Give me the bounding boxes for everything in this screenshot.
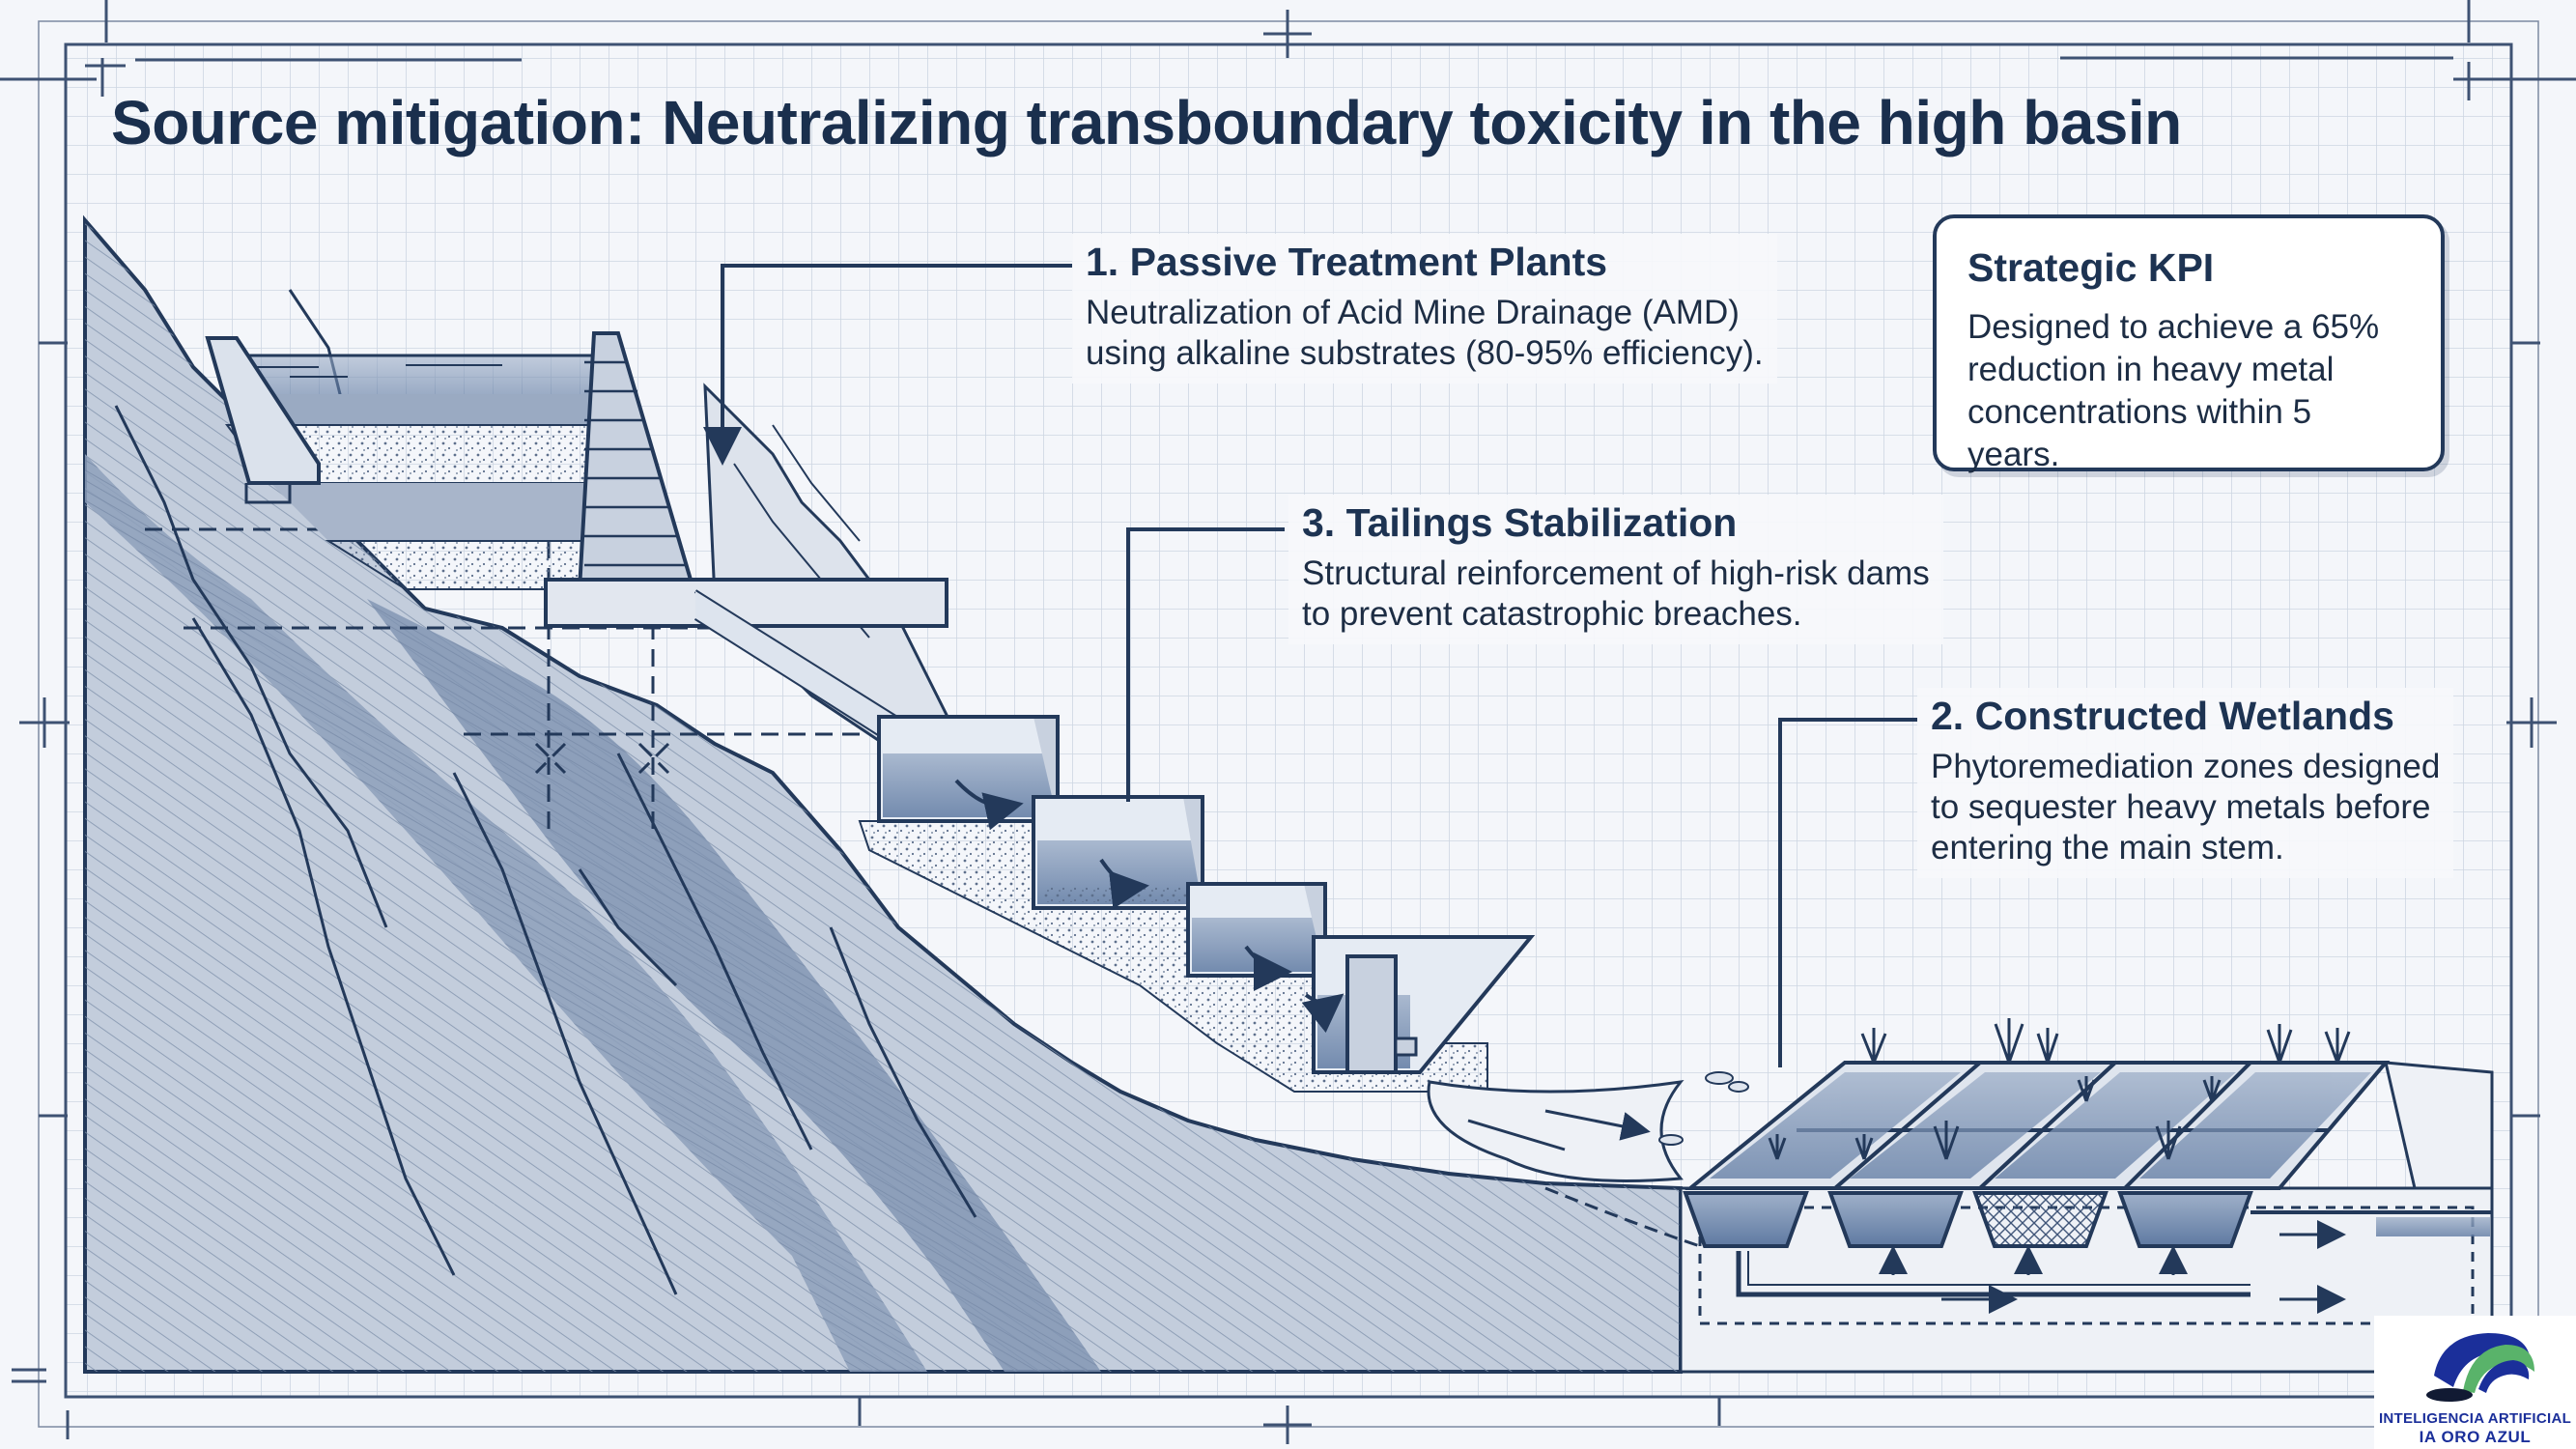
callout-tailings-body: Structural reinforcement of high-risk da… <box>1302 554 1930 633</box>
callout-tailings-title: 3. Tailings Stabilization <box>1302 500 1738 545</box>
constructed-wetlands <box>1427 1018 2494 1374</box>
logo: INTELIGENCIA ARTIFICIAL IA ORO AZUL <box>2374 1316 2576 1449</box>
leader-lines <box>703 264 1917 1067</box>
callout-passive-treatment-body: Neutralization of Acid Mine Drainage (AM… <box>1086 294 1764 372</box>
callout-passive-treatment-title: 1. Passive Treatment Plants <box>1086 240 1608 284</box>
kpi-box: Strategic KPI Designed to achieve a 65% … <box>1933 214 2445 473</box>
callout-passive-treatment: 1. Passive Treatment Plants Neutralizati… <box>1072 234 1777 384</box>
callout-tailings: 3. Tailings Stabilization Structural rei… <box>1288 495 1943 644</box>
callout-wetlands-title: 2. Constructed Wetlands <box>1931 694 2394 738</box>
callout-wetlands: 2. Constructed Wetlands Phytoremediation… <box>1917 688 2454 878</box>
kpi-body: Designed to achieve a 65% reduction in h… <box>1967 308 2380 473</box>
page-title: Source mitigation: Neutralizing transbou… <box>111 88 2182 157</box>
kpi-title: Strategic KPI <box>1967 245 2215 290</box>
mountain-terrain <box>83 214 1683 1374</box>
logo-mark-icon <box>2426 1333 2534 1402</box>
tailings-dam <box>205 331 948 746</box>
callout-wetlands-body: Phytoremediation zones designed to seque… <box>1931 748 2441 867</box>
logo-text-line1: INTELIGENCIA ARTIFICIAL <box>2378 1410 2572 1427</box>
logo-text-line2: IA ORO AZUL <box>2419 1428 2532 1446</box>
passive-treatment-cascade <box>858 715 1536 1093</box>
